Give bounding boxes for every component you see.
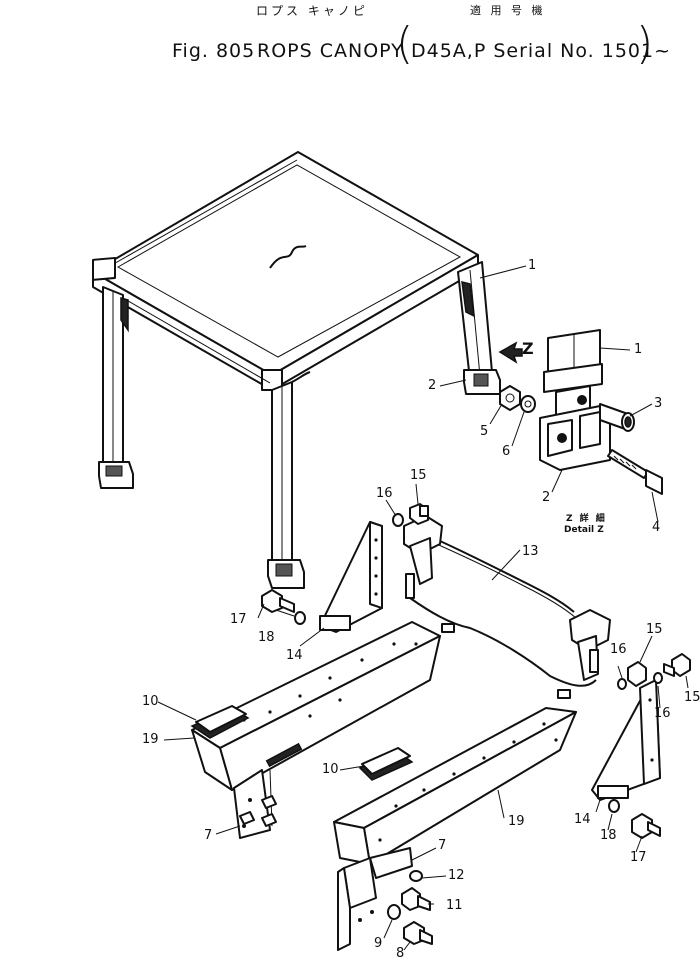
callout-9: 9 — [374, 936, 383, 951]
callout-14-left: 14 — [286, 648, 303, 663]
view-z-arrow — [498, 341, 523, 364]
callout-10-left: 10 — [142, 694, 159, 709]
callout-4: 4 — [652, 520, 661, 535]
callout-15-right: 15 — [646, 622, 663, 637]
paren-open: ( — [396, 18, 414, 69]
step-plate-19-left — [191, 621, 441, 839]
japanese-title: ロプス キャノピ — [256, 4, 368, 18]
detail-z-label: Detail Z — [564, 525, 604, 535]
callout-16-top: 16 — [376, 486, 393, 501]
callout-15-top: 15 — [410, 468, 427, 483]
step-pad-10-left — [190, 705, 250, 739]
callout-8: 8 — [396, 946, 405, 961]
detail-z-assembly — [499, 329, 663, 495]
callout-16-right: 16 — [610, 642, 627, 657]
callout-17-right: 17 — [630, 850, 647, 865]
callout-3: 3 — [654, 396, 663, 411]
callout-15-far-right: 15 — [684, 690, 700, 705]
callout-17-left: 17 — [230, 612, 247, 627]
callout-6: 6 — [502, 444, 511, 459]
serial-applicability: D45A,P Serial No. 1501~ — [411, 40, 671, 62]
callout-11: 11 — [446, 898, 463, 913]
japanese-serial-label: 適 用 号 機 — [470, 4, 546, 17]
callout-12: 12 — [448, 868, 465, 883]
callout-19-right: 19 — [508, 814, 525, 829]
callout-7-left: 7 — [204, 828, 213, 843]
callout-7-right: 7 — [438, 838, 447, 853]
figure-label: Fig. 805 — [172, 40, 256, 62]
callout-2-detail: 2 — [542, 490, 551, 505]
paren-close: ) — [636, 18, 654, 69]
part-title: ROPS CANOPY — [257, 40, 404, 62]
callout-19-left: 19 — [142, 732, 159, 747]
callout-16-far-right: 16 — [654, 706, 671, 721]
callout-5: 5 — [480, 424, 489, 439]
step-pad-10-right — [358, 747, 414, 781]
callout-1-detail: 1 — [634, 342, 643, 357]
callout-10-right: 10 — [322, 762, 339, 777]
callout-18-right: 18 — [600, 828, 617, 843]
callout-14-right: 14 — [574, 812, 591, 827]
lower-bracket-7 — [337, 847, 413, 951]
left-bracket-14 — [319, 521, 383, 633]
detail-z-japanese: Z 詳 細 — [566, 514, 607, 524]
callout-13: 13 — [522, 544, 539, 559]
leader-lines — [157, 265, 689, 951]
step-plate-19-right — [333, 707, 577, 865]
cover-13 — [403, 515, 611, 699]
callout-2-canopy: 2 — [428, 378, 437, 393]
callout-18-left: 18 — [258, 630, 275, 645]
right-bracket-14 — [591, 679, 661, 801]
fasteners — [239, 503, 691, 945]
rops-canopy-frame — [92, 151, 501, 589]
view-z-label: Z — [522, 339, 534, 358]
callout-1-canopy: 1 — [528, 258, 537, 273]
